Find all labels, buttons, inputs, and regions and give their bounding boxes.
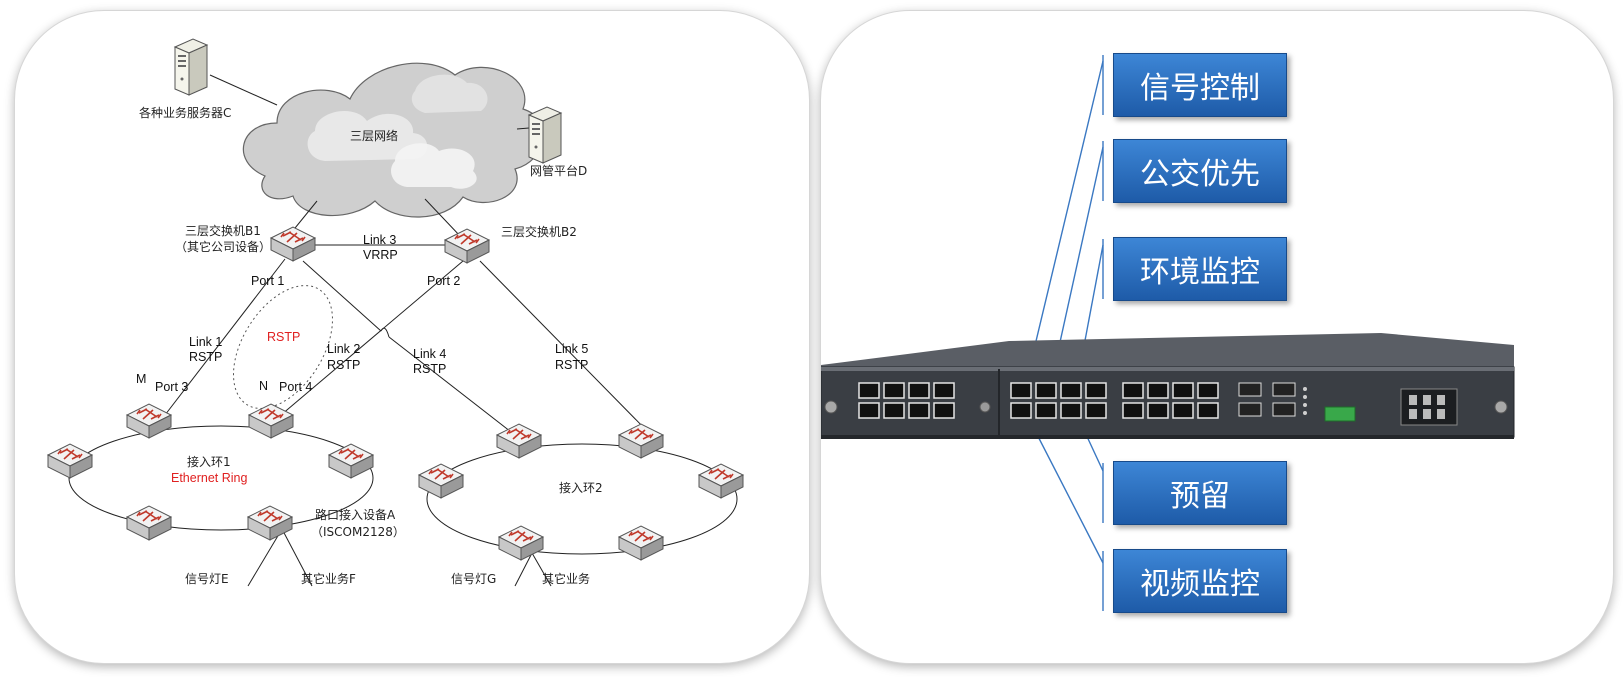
rj45-port — [1197, 382, 1219, 399]
switch-device-illustration — [821, 55, 1515, 611]
device-a-sublabel: （ISCOM2128） — [311, 525, 405, 539]
ring2-label: 接入环2 — [559, 480, 603, 495]
link2-label: Link 2 — [327, 342, 360, 356]
nms-d-label: 网管平台D — [530, 163, 587, 178]
ring2-switch-bottom-left-icon — [498, 525, 544, 561]
rstp-dotted-ellipse — [233, 285, 333, 409]
rj45-port — [1122, 402, 1144, 419]
access-ring-2 — [426, 443, 738, 555]
network-topology-panel: 三层网络 各种业务服务器C 网管平台D 三层交换机B1 （其它公司设备） — [14, 10, 810, 664]
rj45-port — [1035, 402, 1057, 419]
other-service-label: 其它业务 — [542, 571, 590, 586]
ring1-switch-bottom-left-icon — [126, 505, 172, 541]
ring1-sub-label: Ethernet Ring — [171, 471, 247, 485]
rj45-port — [1085, 402, 1107, 419]
link3-proto: VRRP — [363, 248, 398, 262]
rj45-port — [1060, 402, 1082, 419]
rj45-port — [1010, 402, 1032, 419]
switch-b1-icon — [270, 226, 316, 262]
ring1-switch-left-icon — [47, 443, 93, 479]
switch-n-icon — [248, 403, 294, 439]
link5-label: Link 5 — [555, 342, 588, 356]
m-label: M — [136, 372, 146, 386]
rj45-port — [858, 402, 880, 419]
rj45-port — [908, 382, 930, 399]
rj45-port — [1172, 402, 1194, 419]
port1-label: Port 1 — [251, 274, 284, 288]
ring2-switch-bottom-right-icon — [618, 525, 664, 561]
signal-g-label: 信号灯G — [451, 572, 496, 586]
rj45-port-blocks — [858, 382, 1219, 419]
rstp-label: RSTP — [267, 330, 300, 344]
alarm-terminal-block — [1324, 406, 1356, 422]
switch-b1-sublabel: （其它公司设备） — [175, 239, 271, 254]
rj45-port — [858, 382, 880, 399]
callout-video-monitoring: 视频监控 — [1113, 549, 1287, 613]
nms-server-d-icon — [528, 106, 562, 164]
link3-label: Link 3 — [363, 233, 396, 247]
cloud-label: 三层网络 — [350, 128, 398, 143]
network-topology-diagram: 三层网络 各种业务服务器C 网管平台D 三层交换机B1 （其它公司设备） — [47, 38, 744, 587]
signal-e-label: 信号灯E — [185, 572, 229, 586]
server-c-label: 各种业务服务器C — [139, 105, 231, 120]
rj45-port — [933, 402, 955, 419]
switch-chassis — [821, 333, 1515, 439]
ring2-switch-top-left-icon — [496, 423, 542, 459]
link1-proto: RSTP — [189, 350, 222, 364]
rj45-port — [1122, 382, 1144, 399]
status-leds — [1303, 387, 1307, 415]
callout-bus-priority: 公交优先 — [1113, 139, 1287, 203]
connection-lines — [164, 74, 652, 587]
link5-proto: RSTP — [555, 358, 588, 372]
port4-label: Port 4 — [279, 380, 312, 394]
rj45-port — [1147, 402, 1169, 419]
rj45-port — [1010, 382, 1032, 399]
ring2-switch-left-icon — [418, 463, 464, 499]
rj45-port — [1147, 382, 1169, 399]
rj45-port — [1060, 382, 1082, 399]
port2-label: Port 2 — [427, 274, 460, 288]
link1-label: Link 1 — [189, 335, 222, 349]
rj45-port — [933, 382, 955, 399]
rj45-port — [883, 402, 905, 419]
rj45-port — [1172, 382, 1194, 399]
device-a-label: 路口接入设备A — [315, 507, 396, 522]
link4-proto: RSTP — [413, 362, 446, 376]
link2-proto: RSTP — [327, 358, 360, 372]
sfp-ports — [1238, 382, 1296, 417]
rj45-port — [1197, 402, 1219, 419]
port3-label: Port 3 — [155, 380, 188, 394]
switch-b2-icon — [444, 228, 490, 264]
rj45-port — [883, 382, 905, 399]
device-panel: 信号控制 公交优先 环境监控 预留 视频监控 — [820, 10, 1614, 664]
ring1-label: 接入环1 — [187, 454, 231, 469]
switch-m-icon — [126, 403, 172, 439]
ring2-switch-top-right-icon — [618, 423, 664, 459]
callout-leader-lines — [1025, 55, 1104, 611]
callout-reserved: 预留 — [1113, 461, 1287, 525]
three-layer-network-cloud — [242, 62, 544, 218]
rj45-port — [908, 402, 930, 419]
switch-b2-label: 三层交换机B2 — [501, 224, 577, 239]
other-f-label: 其它业务F — [301, 571, 356, 586]
ring1-switch-right-icon — [328, 443, 374, 479]
switch-b1-label: 三层交换机B1 — [185, 223, 261, 238]
callout-signal-control: 信号控制 — [1113, 53, 1287, 117]
server-c-icon — [174, 38, 208, 96]
link4-label: Link 4 — [413, 347, 446, 361]
n-label: N — [259, 379, 268, 393]
rj45-port — [1085, 382, 1107, 399]
power-terminal — [1400, 388, 1458, 426]
callout-environment-monitoring: 环境监控 — [1113, 237, 1287, 301]
rj45-port — [1035, 382, 1057, 399]
